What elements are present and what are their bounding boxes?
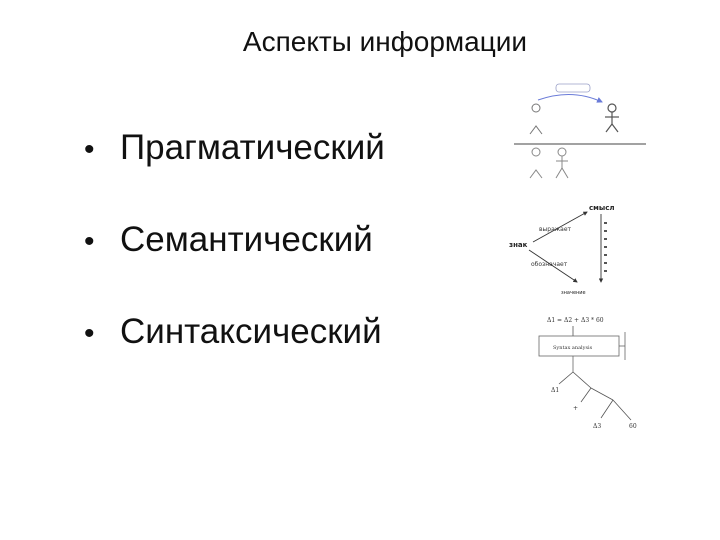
parse-tree [558,371,632,421]
bullet-text: Синтаксический [120,312,382,351]
speech-bubble [555,83,591,93]
bullet-syntactic: • Синтаксический [84,312,385,404]
sign-to-sense-arrow [532,211,588,243]
vertical-edge-marks [604,222,607,272]
person-icon [529,147,543,179]
semantic-diagram: смысл знак выражает обозначает значение [509,204,614,296]
semantic-bottom-label: значение [561,290,586,296]
bullet-list: • Прагматический • Семантический • Синта… [84,128,385,404]
person-icon [555,147,569,179]
bullet-marker: • [84,225,95,258]
syntax-box-label: Syntax analysis [553,345,593,351]
bullet-marker: • [84,133,95,166]
semantic-lower-edge-label: обозначает [531,261,568,268]
syntax-diagram: Δ1 = Δ2 + Δ3 * 60 Syntax analysis Δ1 + Δ… [538,317,637,430]
bullet-pragmatic: • Прагматический [84,128,385,220]
sign-to-meaning-arrow [528,249,578,283]
semantic-top-label: смысл [589,204,614,212]
parse-leaf-3: 60 [629,423,637,430]
parse-leaf-1: Δ1 [551,387,559,394]
parse-leaf-2: Δ3 [593,423,601,430]
slide-title: Аспекты информации [242,26,528,57]
semantic-left-label: знак [509,241,528,249]
bullet-marker: • [84,317,95,350]
communication-arrow [537,93,603,103]
bullet-semantic: • Семантический [84,220,385,312]
syntax-formula: Δ1 = Δ2 + Δ3 * 60 [547,317,604,324]
person-icon [605,103,619,133]
parse-operator: + [573,405,578,412]
bullet-text: Прагматический [120,128,385,167]
bullet-text: Семантический [120,220,373,259]
person-icon [529,103,543,135]
pragmatic-diagram [514,83,646,179]
